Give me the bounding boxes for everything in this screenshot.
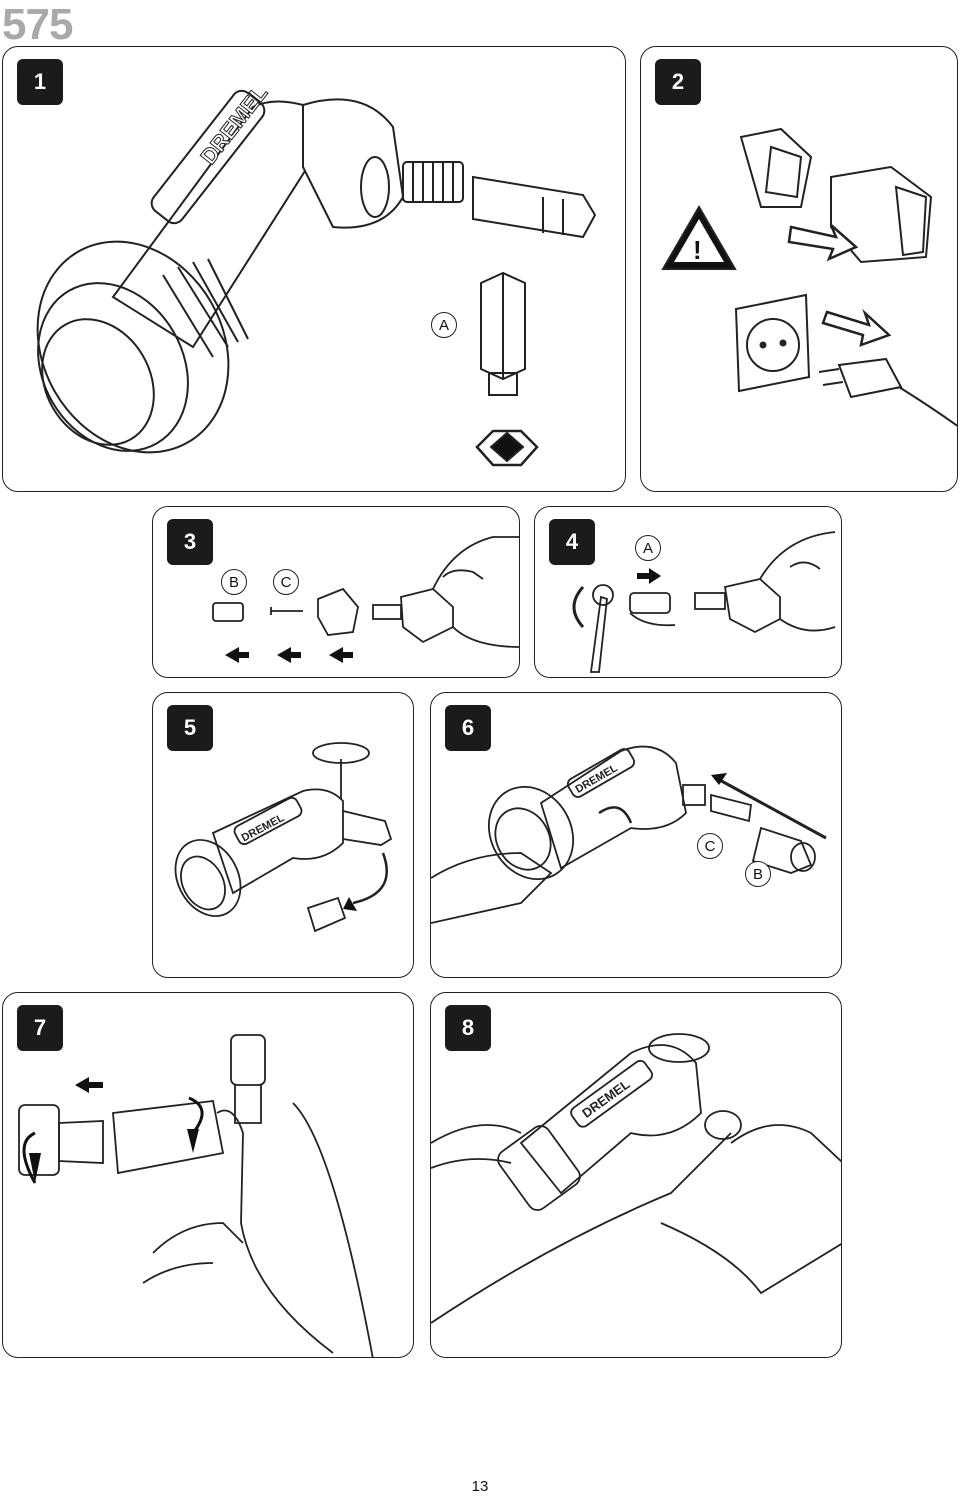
step-3-panel: 3 B C bbox=[152, 506, 520, 678]
step-6-panel: 6 DREMEL C B bbox=[430, 692, 842, 978]
step-2-panel: 2 ! bbox=[640, 46, 958, 492]
step-badge: 4 bbox=[549, 519, 595, 565]
callout-a: A bbox=[635, 535, 661, 561]
callout-b: B bbox=[221, 569, 247, 595]
callout-c: C bbox=[273, 569, 299, 595]
model-number: 575 bbox=[2, 0, 73, 49]
step-badge: 8 bbox=[445, 1005, 491, 1051]
direction-arrow-icon bbox=[637, 568, 661, 584]
step-badge: 1 bbox=[17, 59, 63, 105]
rotation-arrow-icon bbox=[572, 585, 585, 629]
disconnect-power-illustration: ! bbox=[661, 127, 957, 427]
rotation-arrow-icon bbox=[598, 806, 633, 824]
warning-glyph: ! bbox=[693, 235, 702, 265]
angle-attachment-illustration: DREMEL bbox=[36, 80, 597, 467]
step-5-panel: 5 DREMEL bbox=[152, 692, 414, 978]
step-badge: 7 bbox=[17, 1005, 63, 1051]
step-1-panel: 1 DREMEL A bbox=[2, 46, 626, 492]
rotation-arrow-icon bbox=[22, 1096, 204, 1184]
step-8-panel: 8 DREMEL bbox=[430, 992, 842, 1358]
callout-b: B bbox=[745, 861, 771, 887]
final-tighten-illustration: DREMEL bbox=[431, 1033, 841, 1324]
rotation-arrow-icon bbox=[352, 852, 388, 905]
direction-arrow-icon bbox=[75, 1077, 103, 1093]
page-number: 13 bbox=[471, 1478, 489, 1495]
attach-to-tool-illustration: DREMEL bbox=[431, 745, 827, 924]
remove-nut-illustration bbox=[212, 536, 519, 663]
step-badge: 6 bbox=[445, 705, 491, 751]
plug-icon bbox=[837, 357, 903, 399]
direction-arrow-icon bbox=[225, 647, 353, 663]
step-badge: 2 bbox=[655, 59, 701, 105]
wall-socket-icon bbox=[734, 293, 811, 393]
step-4-panel: 4 A bbox=[534, 506, 842, 678]
step-7-panel: 7 bbox=[2, 992, 414, 1358]
tighten-assembly-illustration bbox=[18, 1034, 374, 1357]
callout-c: C bbox=[697, 833, 723, 859]
wrench-removal-illustration bbox=[572, 531, 836, 673]
direction-arrow-icon bbox=[787, 224, 859, 262]
callout-a: A bbox=[431, 312, 457, 338]
remove-cap-illustration: DREMEL bbox=[174, 742, 393, 933]
step-badge: 3 bbox=[167, 519, 213, 565]
step-badge: 5 bbox=[167, 705, 213, 751]
direction-arrow-icon bbox=[711, 773, 727, 785]
